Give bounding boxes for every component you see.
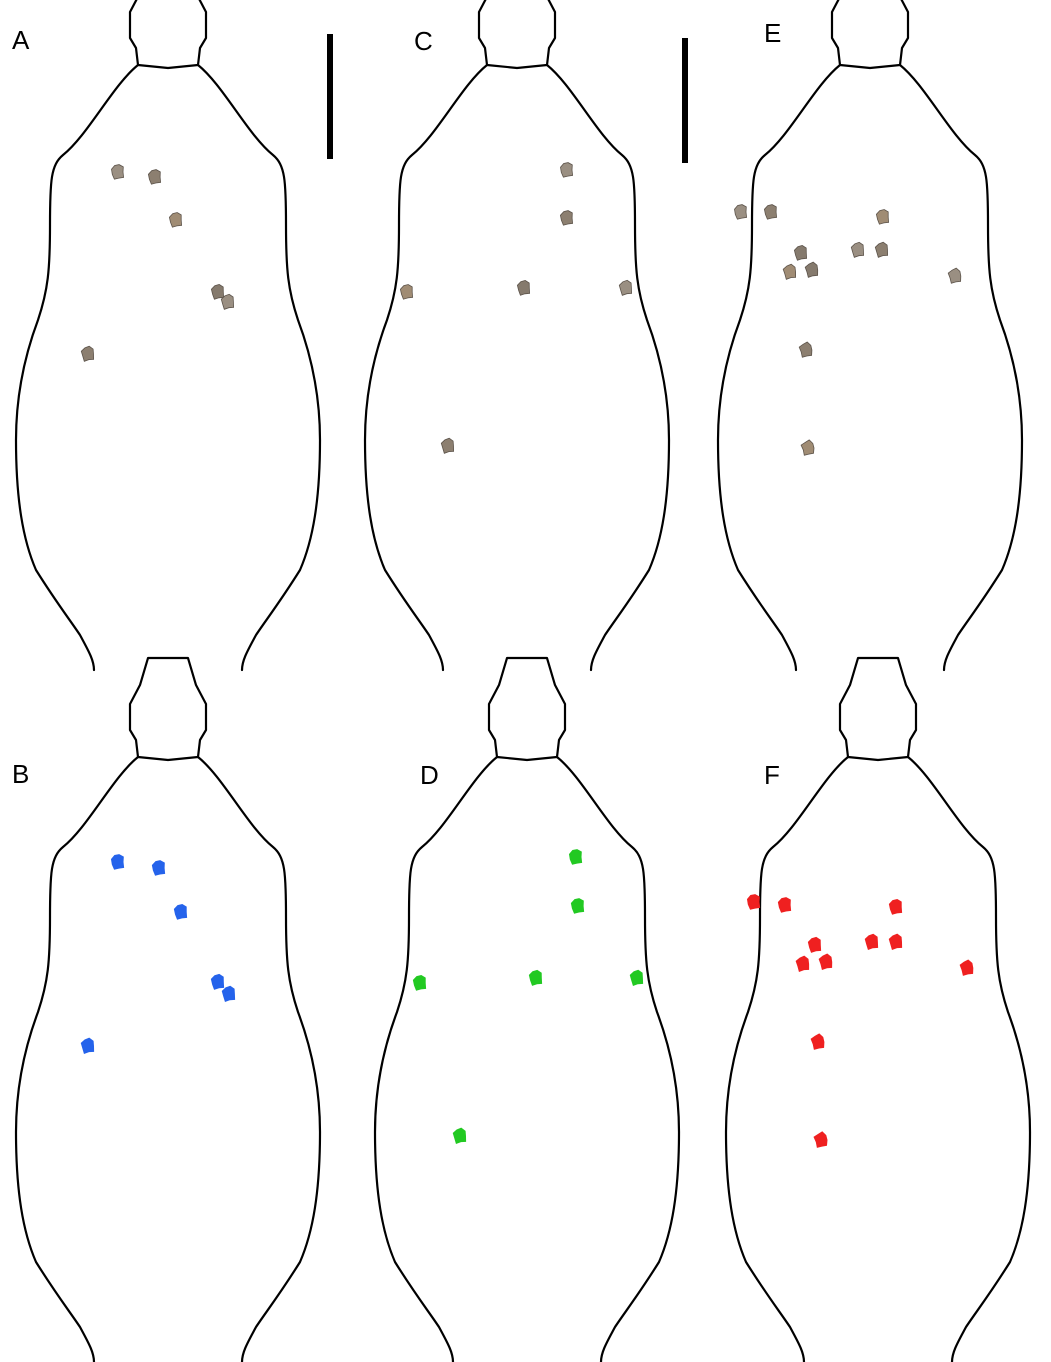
panel-label-a: A	[12, 25, 30, 55]
mapped-fragment-f-4	[807, 936, 822, 953]
mapped-fragment-b-3	[173, 903, 188, 920]
mapped-fragment-b-4	[210, 973, 225, 990]
bone-fragment-a-3	[168, 212, 183, 228]
mapped-fragment-f-2	[777, 897, 792, 913]
mapped-fragment-d-5	[629, 969, 644, 986]
bone-fragment-e-8	[804, 261, 819, 278]
fragment-group-a	[80, 164, 235, 362]
mapped-fragment-b-5	[221, 985, 236, 1002]
panel-label-b: B	[12, 759, 29, 789]
mapped-fragment-f-8	[818, 953, 833, 970]
bone-fragment-e-5	[850, 241, 865, 258]
mapped-fragment-d-6	[452, 1127, 467, 1144]
skull-outline-c	[363, 0, 671, 672]
skull-outline-b	[14, 656, 322, 1362]
mapped-fragment-f-1	[746, 894, 761, 910]
panel-f: F	[724, 656, 1032, 1362]
scale-bar-1	[327, 34, 333, 159]
bone-fragment-a-1	[111, 164, 125, 180]
bone-fragment-c-2	[559, 210, 574, 226]
bone-fragment-c-4	[516, 279, 531, 296]
mapped-fragment-d-1	[568, 849, 583, 865]
panel-label-f: F	[764, 760, 780, 790]
fragment-group-d	[412, 849, 644, 1144]
bone-fragment-c-6	[440, 437, 455, 454]
panel-label-c: C	[414, 26, 433, 56]
mapped-fragment-d-2	[570, 898, 585, 914]
panel-e: E	[716, 0, 1024, 672]
panel-label-e: E	[764, 18, 781, 48]
bone-fragment-e-11	[800, 439, 815, 456]
mapped-fragment-f-9	[959, 959, 974, 976]
bone-fragment-e-9	[947, 267, 962, 284]
bone-fragment-a-2	[147, 169, 162, 185]
scale-bar-2	[682, 38, 688, 163]
mapped-fragment-f-3	[888, 898, 903, 915]
panel-a: A	[12, 0, 322, 672]
bone-fragment-e-1	[734, 204, 748, 220]
skull-outline-e	[716, 0, 1024, 672]
fragment-group-b	[80, 854, 236, 1054]
bone-fragment-e-6	[874, 241, 889, 258]
mapped-fragment-b-6	[80, 1037, 95, 1054]
mapped-fragment-d-3	[412, 974, 427, 991]
skull-outline-a	[14, 0, 322, 672]
panel-label-d: D	[420, 760, 439, 790]
mapped-fragment-f-5	[864, 933, 879, 950]
bone-fragment-c-5	[618, 279, 633, 296]
mapped-fragment-f-7	[795, 955, 810, 972]
mapped-fragment-b-2	[151, 860, 166, 876]
mapped-fragment-b-1	[110, 854, 125, 870]
bone-fragment-a-5	[220, 293, 235, 310]
bone-fragment-a-6	[80, 345, 95, 362]
bone-fragment-a-4	[210, 283, 225, 300]
bone-fragment-e-7	[782, 263, 796, 280]
panel-d: D	[373, 656, 681, 1362]
bone-fragment-e-4	[793, 244, 808, 261]
mapped-fragment-d-4	[528, 969, 543, 986]
panel-b: B	[12, 656, 322, 1362]
bone-fragment-e-2	[763, 204, 778, 220]
bone-fragment-c-3	[399, 284, 414, 300]
bone-fragment-c-1	[560, 162, 574, 178]
bone-fragment-e-10	[798, 341, 813, 358]
mapped-fragment-f-6	[888, 933, 903, 950]
fragment-group-c	[399, 162, 633, 454]
fragment-group-f	[746, 894, 974, 1148]
mapped-fragment-f-10	[810, 1033, 825, 1050]
mapped-fragment-f-11	[813, 1131, 828, 1148]
panel-c: C	[363, 0, 671, 672]
bone-fragment-e-3	[875, 209, 890, 225]
fragment-group-e	[734, 204, 962, 456]
